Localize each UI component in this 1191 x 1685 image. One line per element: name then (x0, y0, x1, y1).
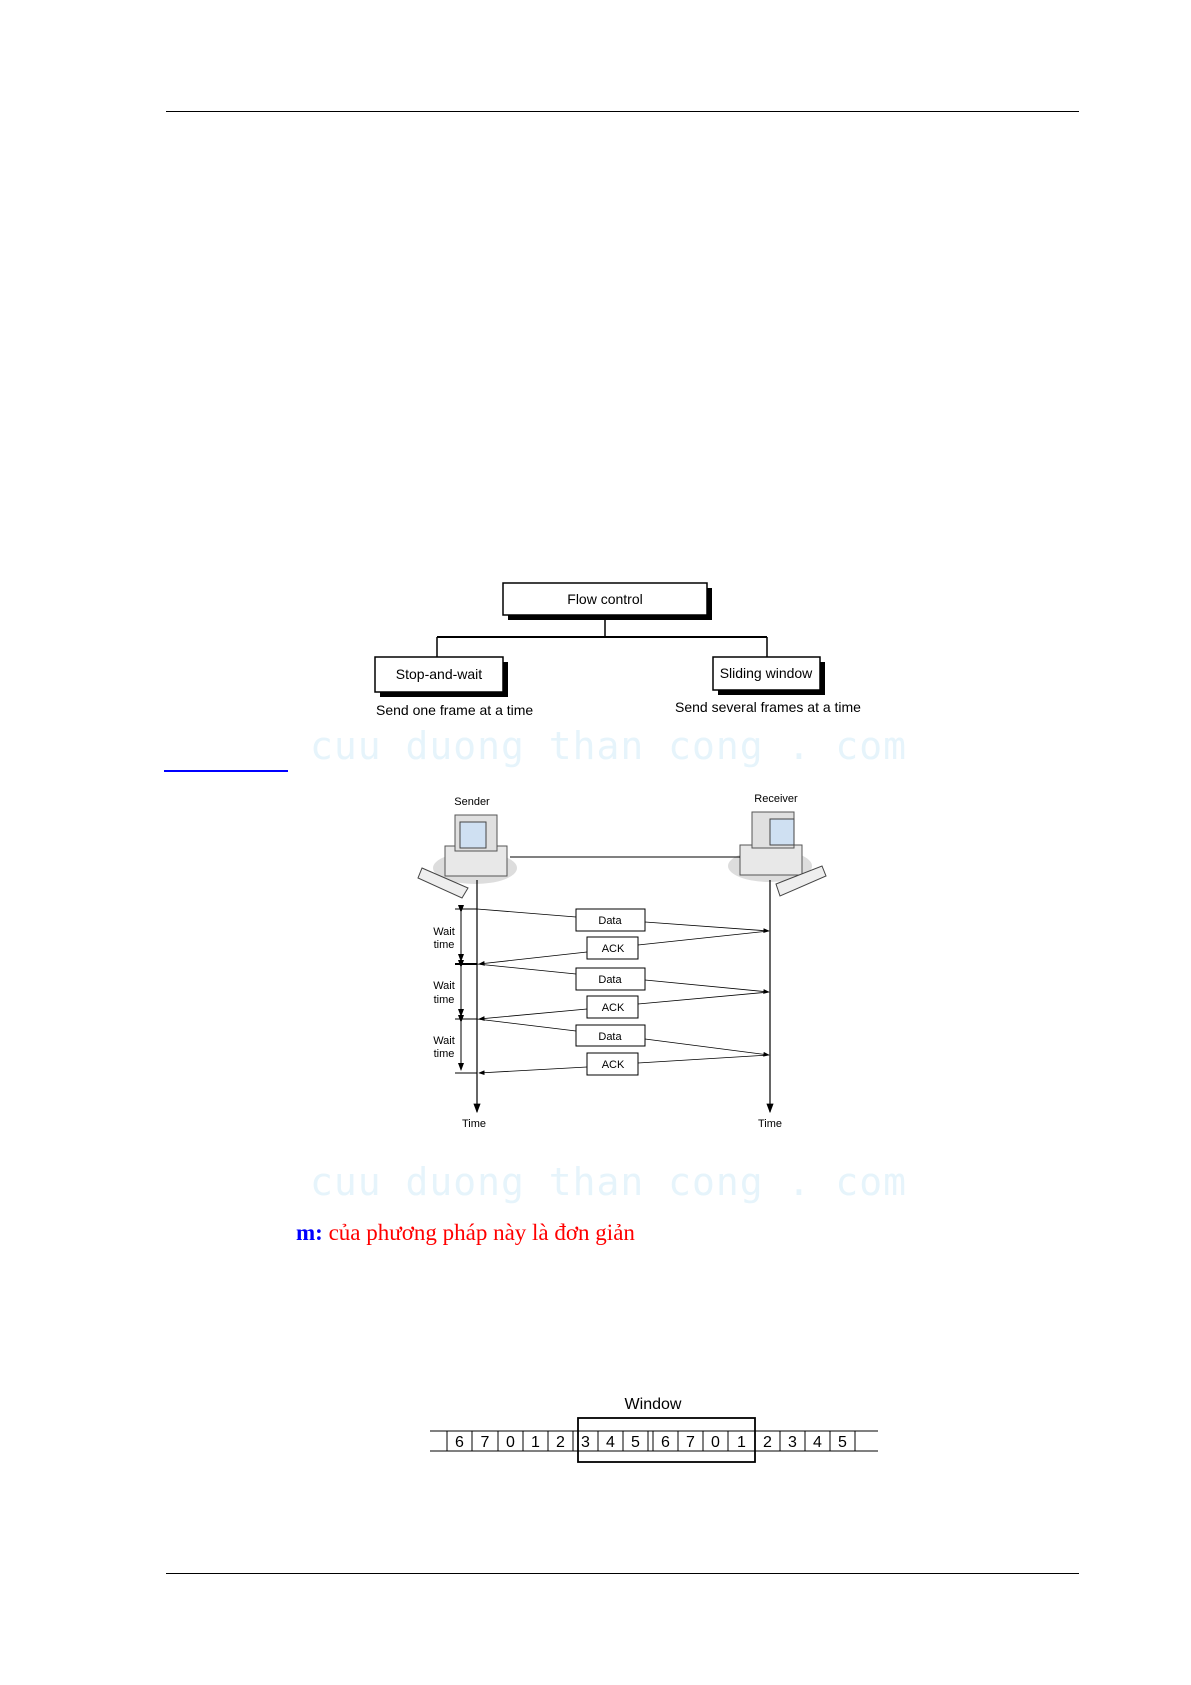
wait-time-label: time (434, 994, 455, 1006)
sequence-number-cell: 7 (686, 1434, 695, 1451)
ack-label: ACK (602, 1059, 625, 1071)
ack-label: ACK (602, 943, 625, 955)
receiver-computer-icon (728, 811, 827, 897)
sequence-number-cell: 5 (838, 1434, 847, 1451)
sender-time-label: Time (462, 1118, 486, 1130)
wait-time-label: Wait (433, 980, 455, 992)
sequence-number-cell: 2 (556, 1434, 565, 1451)
sequence-number-cell: 3 (581, 1434, 590, 1451)
sequence-number-cell: 0 (506, 1434, 515, 1451)
paragraph-prefix: m: (296, 1220, 323, 1245)
stop-and-wait-caption: Send one frame at a time (376, 702, 533, 718)
wait-time-label: Wait (433, 1035, 455, 1047)
receiver-label: Receiver (754, 793, 798, 805)
ack-box (586, 936, 639, 960)
ack-box (586, 995, 639, 1019)
sequence-number-cell: 1 (531, 1434, 540, 1451)
sequence-number-cell: 2 (763, 1434, 772, 1451)
flow-control-diagram: Flow control Stop-and-wait Send one fram… (374, 582, 861, 718)
watermark: cuu duong than cong . com (310, 1160, 907, 1204)
sliding-window-box (712, 656, 821, 691)
sender-label: Sender (454, 796, 490, 808)
footer-rule (166, 1573, 1079, 1574)
data-frame-box (575, 1024, 646, 1047)
body-paragraph: m: của phương pháp này là đơn giản (296, 1220, 635, 1246)
wait-time-label: time (434, 1048, 455, 1060)
flow-control-box (502, 582, 708, 616)
watermark: cuu duong than cong . com (310, 724, 907, 768)
sequence-number-cell: 1 (737, 1434, 746, 1451)
stop-and-wait-sequence: Sender Receiver Time Time Data ACK (417, 793, 827, 1130)
sliding-window-caption: Send several frames at a time (675, 699, 861, 715)
data-frame-label: Data (598, 974, 622, 986)
sender-computer-icon (417, 814, 517, 899)
sequence-number-cell: 5 (631, 1434, 640, 1451)
data-frame-box (575, 908, 646, 932)
flow-control-label: Flow control (567, 591, 642, 607)
ack-label: ACK (602, 1002, 625, 1014)
hyperlink-underline[interactable] (164, 770, 288, 772)
window-label: Window (625, 1396, 682, 1413)
header-rule (166, 111, 1079, 112)
paragraph-text: của phương pháp này là đơn giản (328, 1220, 635, 1245)
stop-and-wait-box (374, 656, 504, 693)
ack-box (586, 1052, 639, 1076)
stop-and-wait-label: Stop-and-wait (396, 666, 482, 682)
wait-time-label: Wait (433, 926, 455, 938)
sequence-number-cell: 4 (606, 1434, 615, 1451)
sequence-number-cell: 3 (788, 1434, 797, 1451)
data-frame-box (575, 967, 646, 991)
wait-time-label: time (434, 939, 455, 951)
sequence-number-cell: 7 (481, 1434, 490, 1451)
sequence-number-cell: 0 (711, 1434, 720, 1451)
sequence-number-cell: 4 (813, 1434, 822, 1451)
data-frame-label: Data (598, 1031, 622, 1043)
sliding-window-label: Sliding window (720, 665, 813, 681)
receiver-time-label: Time (758, 1118, 782, 1130)
sequence-number-cell: 6 (661, 1434, 670, 1451)
sequence-number-cell: 6 (455, 1434, 464, 1451)
data-frame-label: Data (598, 915, 622, 927)
